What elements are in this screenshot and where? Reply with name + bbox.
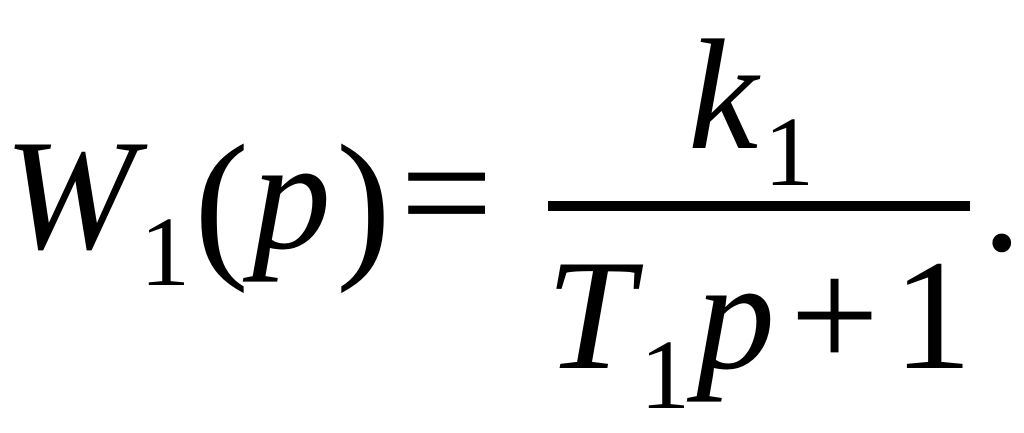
equals-sign: = [400, 101, 493, 284]
open-paren: ( [194, 111, 249, 294]
lhs-symbol: W [4, 108, 148, 283]
close-paren: ) [336, 111, 391, 294]
denominator-constant: 1 [893, 228, 972, 403]
terminating-period: . [982, 110, 1022, 285]
numerator-symbol: k [688, 8, 761, 183]
lhs-subscript: 1 [140, 196, 190, 307]
numerator-subscript: 1 [764, 96, 814, 207]
denominator-symbol: T [546, 228, 644, 403]
plus-sign: + [790, 228, 879, 403]
denominator-variable: p [686, 228, 775, 403]
denominator-subscript: 1 [640, 319, 690, 430]
lhs-argument: p [242, 108, 331, 283]
fraction-bar [548, 201, 970, 211]
